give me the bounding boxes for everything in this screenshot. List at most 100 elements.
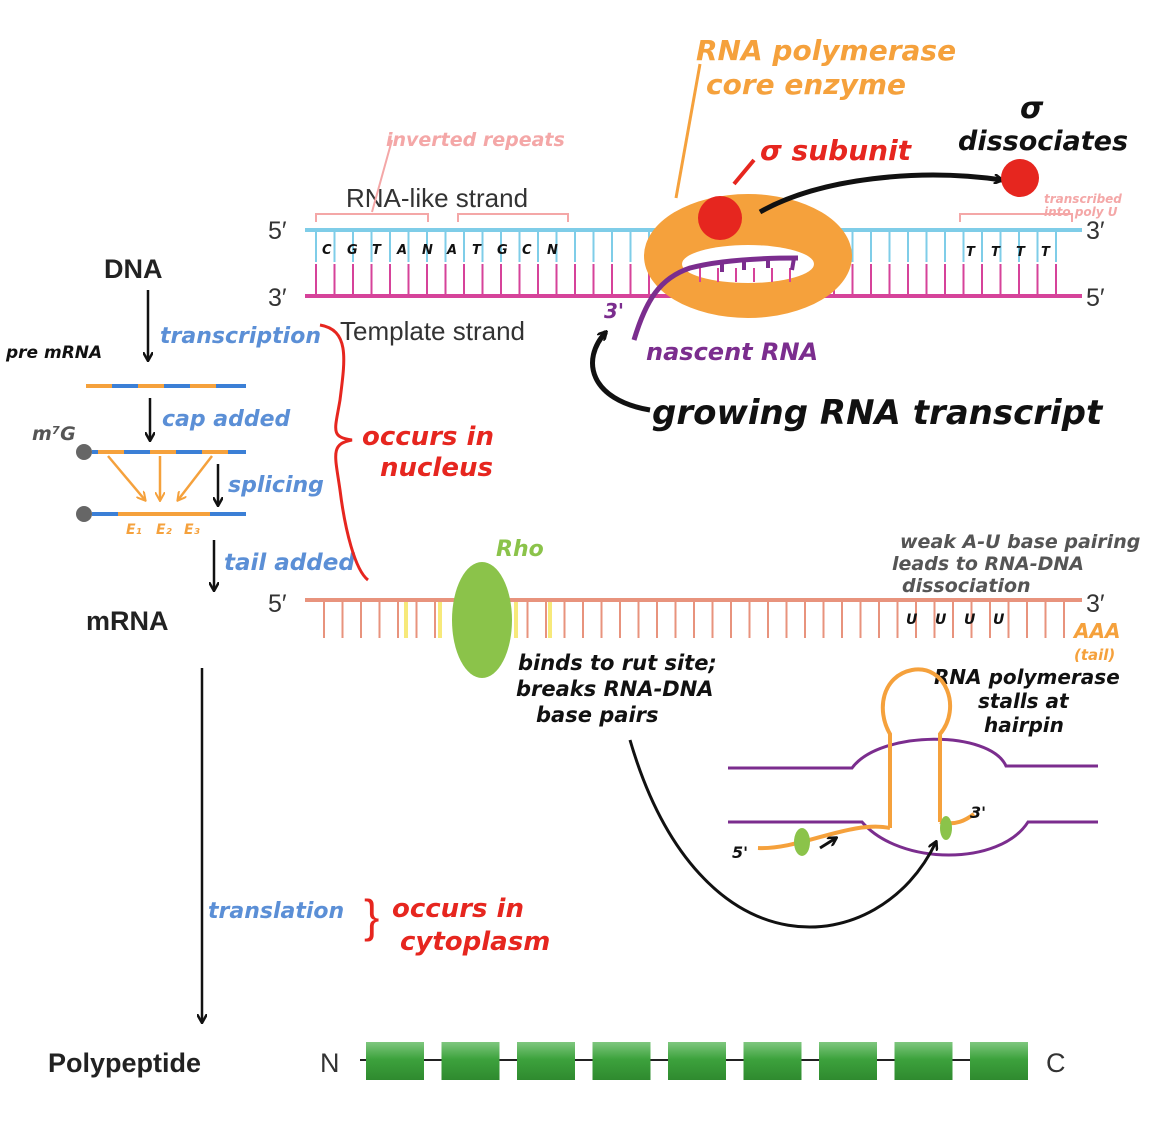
promoter-base: N	[422, 243, 433, 258]
n-terminus: N	[320, 1048, 340, 1078]
peptide-segments	[366, 1042, 1028, 1080]
rho-small-1	[794, 828, 810, 856]
rho-note-line3: base pairs	[536, 703, 659, 727]
peptide-segment	[366, 1042, 424, 1080]
nascent-rna-bases	[720, 257, 796, 272]
mrna-rungs	[323, 602, 1065, 638]
promoter-base: G	[497, 243, 508, 258]
u-base: U	[906, 612, 918, 628]
peptide-segment	[894, 1042, 953, 1080]
u-base: U	[935, 612, 947, 628]
promoter-base: T	[472, 243, 482, 258]
flow-chart: DNA transcription pre mRNA cap added m⁷G	[5, 254, 550, 1078]
exon-2: E₂	[156, 522, 173, 538]
polymerase-hole	[682, 245, 814, 283]
cytoplasm-brace: }	[364, 890, 379, 942]
cytoplasm-note-line2: cytoplasm	[400, 927, 550, 957]
nucleus-brace	[319, 323, 370, 582]
hairpin-rna-5prime	[757, 824, 891, 851]
aaa-label: AAA	[1072, 619, 1120, 643]
exon-1: E₁	[126, 522, 142, 538]
peptide-segment	[441, 1042, 500, 1080]
dna-label: DNA	[104, 254, 163, 284]
nascent-rna	[631, 255, 799, 341]
sigma-free	[1001, 159, 1039, 197]
transcription-label: transcription	[160, 324, 321, 349]
cap-added-label: cap added	[162, 407, 291, 432]
inverted-repeats-label: inverted repeats	[386, 129, 565, 151]
u-base: U	[993, 612, 1005, 628]
weak-au-line3: dissociation	[902, 575, 1031, 597]
pre-mrna-label: pre mRNA	[5, 343, 102, 363]
hairpin-5prime: 5'	[732, 843, 748, 862]
duplex-5prime-bottom: 5′	[1086, 284, 1105, 312]
growing-transcript-label: growing RNA transcript	[652, 393, 1104, 433]
peptide-segment	[592, 1042, 651, 1080]
growing-arrow	[590, 332, 651, 413]
sigma-pointer	[732, 158, 756, 186]
hairpin-3prime: 3'	[970, 803, 986, 822]
hairpin-loop	[880, 667, 952, 828]
peptide-segment	[743, 1042, 802, 1080]
rho-small-2	[940, 816, 952, 840]
tail-label: (tail)	[1074, 646, 1115, 664]
mrna-5prime: 5′	[268, 590, 287, 618]
terminator-base: T	[1016, 245, 1026, 260]
cap-dot-2	[76, 506, 92, 522]
weak-au-line1: weak A-U base pairing	[900, 531, 1140, 553]
hairpin-note-line2: stalls at	[978, 689, 1070, 713]
m7g-label: m⁷G	[32, 423, 76, 445]
rho-factor	[452, 562, 512, 678]
terminator-base: T	[966, 245, 976, 260]
cap-dot-1	[76, 444, 92, 460]
u-base: U	[964, 612, 976, 628]
transcribed-note-line2: into poly U	[1044, 205, 1118, 219]
weak-au-line2: leads to RNA-DNA	[892, 553, 1084, 575]
nascent-3prime: 3'	[604, 299, 624, 323]
exon-3: E₃	[184, 522, 200, 538]
nascent-rna-label: nascent RNA	[646, 338, 818, 366]
hairpin-note-line3: hairpin	[984, 713, 1064, 737]
polymerase-label-line2: core enzyme	[706, 68, 906, 101]
inverted-repeat-brackets	[315, 139, 1073, 222]
rho-move-arrow	[819, 838, 836, 850]
sigma-subunit	[698, 196, 742, 240]
duplex-3prime-top: 3′	[1086, 217, 1105, 245]
nucleus-note-line1: occurs in	[362, 422, 494, 452]
mrna-3prime: 3′	[1086, 590, 1105, 618]
sigma-arrow	[758, 172, 1002, 215]
duplex-5prime-top: 5′	[268, 217, 287, 245]
sigma-subunit-label: σ subunit	[760, 134, 913, 167]
rho-label: Rho	[496, 537, 544, 562]
peptide-segment	[819, 1042, 877, 1080]
rho-note-line2: breaks RNA-DNA	[516, 677, 714, 701]
polypeptide-chain: N C	[320, 1042, 1066, 1080]
hairpin-note-line1: RNA polymerase	[934, 665, 1120, 689]
c-terminus: C	[1046, 1048, 1066, 1078]
rho-note-line1: binds to rut site;	[518, 651, 717, 675]
duplex-3prime-bottom: 3′	[268, 284, 287, 312]
dna-lower-strand	[728, 820, 1098, 857]
promoter-base: A	[396, 243, 407, 258]
terminator-base: T	[991, 245, 1001, 260]
dna-upper-strand	[728, 737, 1098, 770]
rho-travel-arrow	[628, 739, 936, 929]
transcribed-note-line1: transcribed	[1044, 192, 1122, 206]
open-bubble-rungs	[699, 268, 791, 282]
dna-duplex: 5′ 3′ 3′ 5′ RNA-like strand Template str…	[268, 34, 1128, 433]
promoter-base: A	[446, 243, 457, 258]
terminator-base: T	[1041, 245, 1051, 260]
polymerase-label-line1: RNA polymerase	[696, 34, 956, 67]
termination-section: 5′ 3′ Rho binds to rut site; breaks RNA-…	[268, 531, 1140, 929]
dissociates-label: dissociates	[958, 126, 1128, 157]
promoter-base: G	[347, 243, 358, 258]
polypeptide-label: Polypeptide	[48, 1048, 201, 1078]
mrna-label: mRNA	[86, 606, 169, 636]
splice-arrows	[107, 455, 213, 500]
polymerase-pointer	[674, 63, 702, 199]
nucleus-note-line2: nucleus	[380, 453, 493, 483]
